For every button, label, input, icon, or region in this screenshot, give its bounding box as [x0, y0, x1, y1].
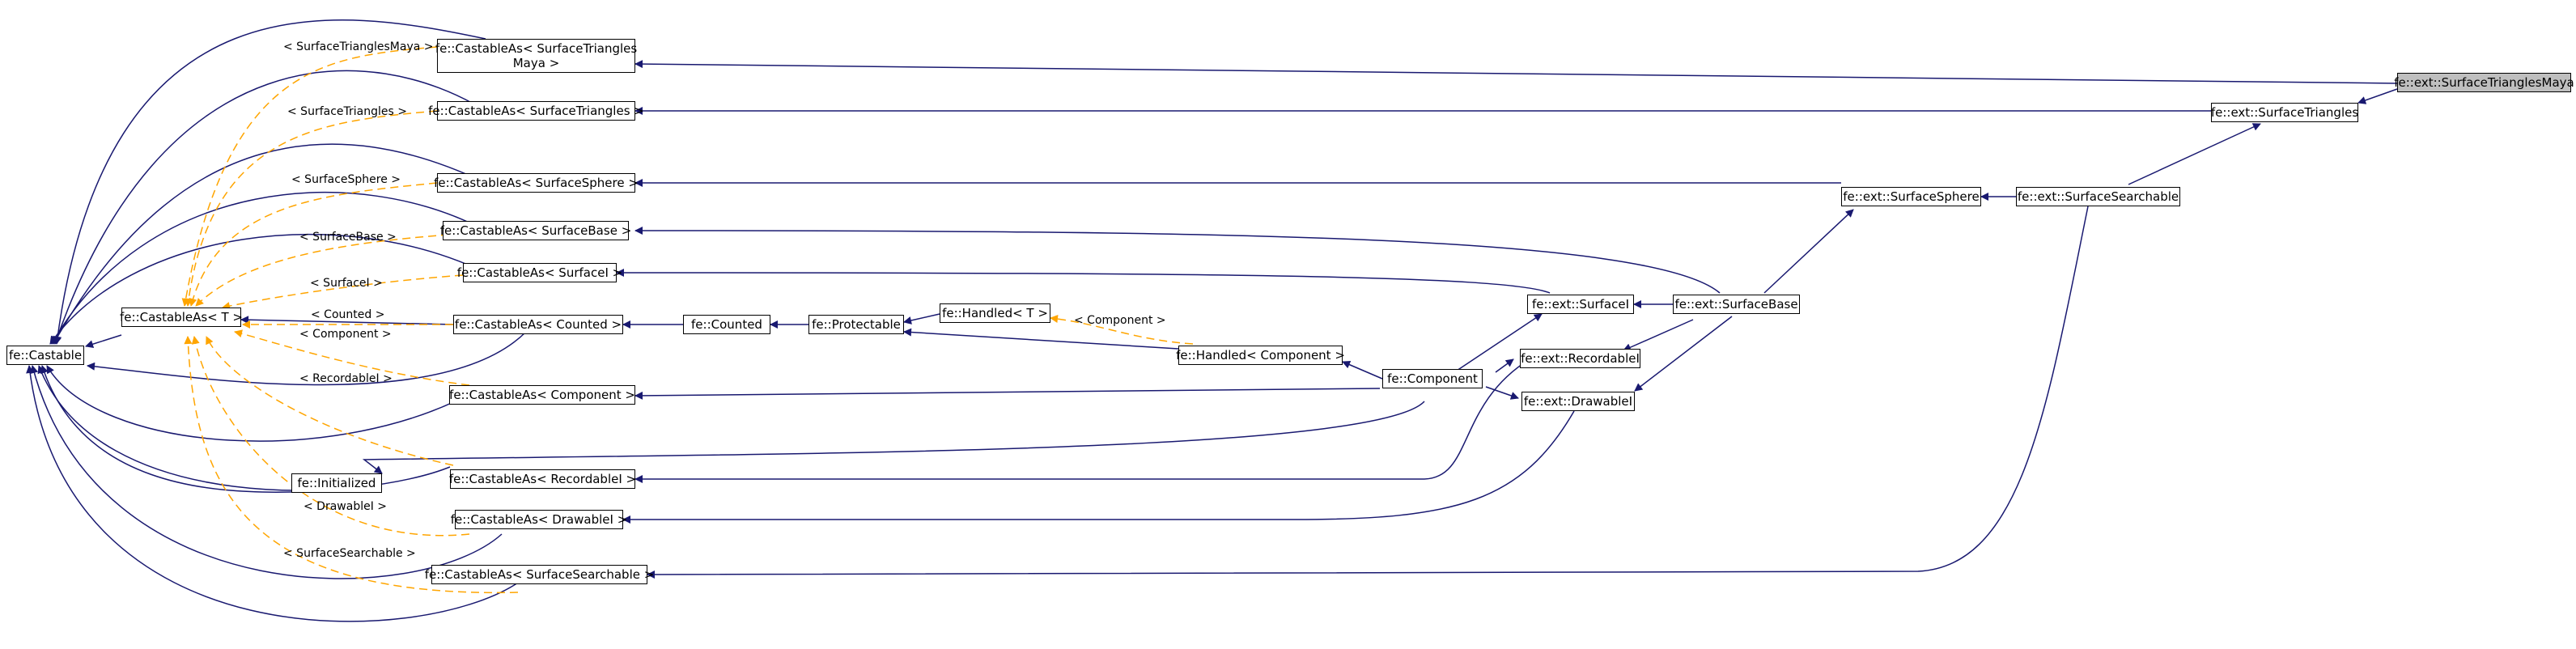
- node-ext-surfacebase[interactable]: fe::ext::SurfaceBase: [1673, 295, 1800, 314]
- tlabel-si: < SurfaceI >: [310, 277, 383, 290]
- tedge-stmaya: [181, 46, 438, 307]
- node-initialized[interactable]: fe::Initialized: [291, 473, 382, 493]
- node-ext-surfacei[interactable]: fe::ext::SurfaceI: [1527, 295, 1634, 314]
- node-castableas-surfacebase[interactable]: fe::CastableAs< SurfaceBase >: [440, 221, 631, 240]
- edge-handled-comp-protectable: [903, 328, 1179, 350]
- edge-ext-search-ext-st: [2128, 123, 2261, 185]
- tlabel-stmaya: < SurfaceTrianglesMaya >: [283, 40, 434, 53]
- node-castableas-drawablei[interactable]: fe::CastableAs< DrawableI >: [451, 510, 627, 529]
- edge-handled-t-protectable: [903, 313, 940, 324]
- tlabel-recordable: < RecordableI >: [299, 372, 393, 385]
- tedge-st: [185, 110, 438, 307]
- node-castableas-counted[interactable]: fe::CastableAs< Counted >: [453, 315, 623, 334]
- edge-ca-si-castable: [49, 234, 486, 345]
- edge-ext-stmaya-ext-st: [2357, 88, 2398, 104]
- edge-ext-rec-ext-sb: [1623, 319, 1694, 351]
- edge-ca-drawable-castable: [30, 365, 503, 579]
- node-castableas-surfacetriangles[interactable]: fe::CastableAs< SurfaceTriangles >: [428, 101, 644, 121]
- edge-ca-sb-castable: [51, 192, 486, 345]
- node-castableas-component[interactable]: fe::CastableAs< Component >: [449, 385, 635, 405]
- tedge-drawable: [191, 336, 470, 537]
- edge-ext-search-castableas: [647, 206, 2089, 579]
- tlabel-sb: < SurfaceBase >: [299, 231, 397, 244]
- tlabel-counted: < Counted >: [311, 308, 384, 321]
- tlabel-searchable: < SurfaceSearchable >: [283, 547, 416, 560]
- tlabel-drawable: < DrawableI >: [303, 500, 387, 513]
- node-castableas-surfacetrianglesmaya[interactable]: fe::CastableAs< SurfaceTriangles Maya >: [435, 39, 637, 73]
- edge-component-castableas: [634, 388, 1381, 400]
- edge-ca-searchable-castable: [26, 365, 519, 622]
- edge-initialized-castable: [40, 365, 292, 493]
- node-castable[interactable]: fe::Castable: [6, 346, 84, 365]
- tedge-handled: [1050, 315, 1194, 345]
- tedge-recordable: [206, 336, 454, 466]
- tlabel-st: < SurfaceTriangles >: [287, 105, 407, 118]
- edge-ext-si-castableas: [616, 269, 1551, 294]
- edge-ca-counted-castableas: [240, 316, 454, 325]
- tedge-sb: [195, 234, 450, 307]
- node-castableas-surfacesphere[interactable]: fe::CastableAs< SurfaceSphere >: [434, 173, 639, 193]
- node-ext-surfacetriangles[interactable]: fe::ext::SurfaceTriangles: [2211, 103, 2358, 122]
- edge-component-initialized: [362, 401, 1425, 474]
- node-ext-recordablei[interactable]: fe::ext::RecordableI: [1520, 349, 1640, 368]
- edge-ca-ss-castable: [53, 143, 486, 345]
- edge-ca-recordable-castable: [37, 365, 451, 491]
- node-castableas-surfacei[interactable]: fe::CastableAs< SurfaceI >: [457, 263, 622, 282]
- node-counted[interactable]: fe::Counted: [683, 315, 770, 334]
- node-ext-surfacesphere[interactable]: fe::ext::SurfaceSphere: [1841, 187, 1981, 206]
- edge-component-handled-comp: [1342, 360, 1383, 380]
- node-ext-surfacesearchable[interactable]: fe::ext::SurfaceSearchable: [2016, 187, 2180, 206]
- inheritance-edges: [26, 19, 2398, 622]
- edge-ext-rec-castableas: [634, 358, 1530, 483]
- edge-ca-st-castable: [53, 70, 486, 345]
- tedge-si: [222, 274, 464, 310]
- edge-component-ext-draw: [1485, 386, 1519, 400]
- edge-component-ext-rec: [1495, 358, 1514, 373]
- node-ext-drawablei[interactable]: fe::ext::DrawableI: [1521, 392, 1635, 411]
- tedge-component: [234, 329, 470, 386]
- edge-ca-component-castable: [46, 365, 481, 442]
- tlabel-ss: < SurfaceSphere >: [291, 173, 401, 186]
- node-component[interactable]: fe::Component: [1382, 369, 1483, 388]
- node-castableas-recordablei[interactable]: fe::CastableAs< RecordableI >: [449, 469, 636, 489]
- edge-ext-draw-castableas: [622, 410, 1575, 524]
- template-labels: < SurfaceTrianglesMaya > < SurfaceTriang…: [283, 40, 1166, 560]
- edge-ca-counted-castable: [87, 331, 527, 386]
- edge-ext-draw-ext-sb: [1634, 316, 1733, 392]
- tlabel-component: < Component >: [299, 328, 392, 341]
- node-protectable[interactable]: fe::Protectable: [808, 315, 904, 334]
- edge-stmaya-castableas: [634, 60, 2398, 84]
- template-edges: [181, 46, 1194, 594]
- node-castableas-surfacesearchable[interactable]: fe::CastableAs< SurfaceSearchable >: [425, 565, 654, 584]
- node-handled-t[interactable]: fe::Handled< T >: [940, 303, 1050, 323]
- node-castableas-t[interactable]: fe::CastableAs< T >: [120, 308, 243, 327]
- edge-ext-sb-ext-ss: [1763, 209, 1854, 294]
- tedge-ss: [189, 182, 438, 307]
- edge-component-ext-si: [1456, 313, 1543, 371]
- node-ext-surfacetrianglesmaya[interactable]: fe::ext::SurfaceTrianglesMaya: [2394, 73, 2574, 92]
- tlabel-handled-component: < Component >: [1074, 314, 1166, 327]
- edge-ca-stmaya-castable: [53, 19, 486, 345]
- tedge-searchable: [184, 336, 519, 594]
- edge-ext-sb-castableas: [634, 227, 1721, 294]
- node-handled-component[interactable]: fe::Handled< Component >: [1176, 346, 1345, 365]
- edge-castableas-castable: [85, 334, 122, 349]
